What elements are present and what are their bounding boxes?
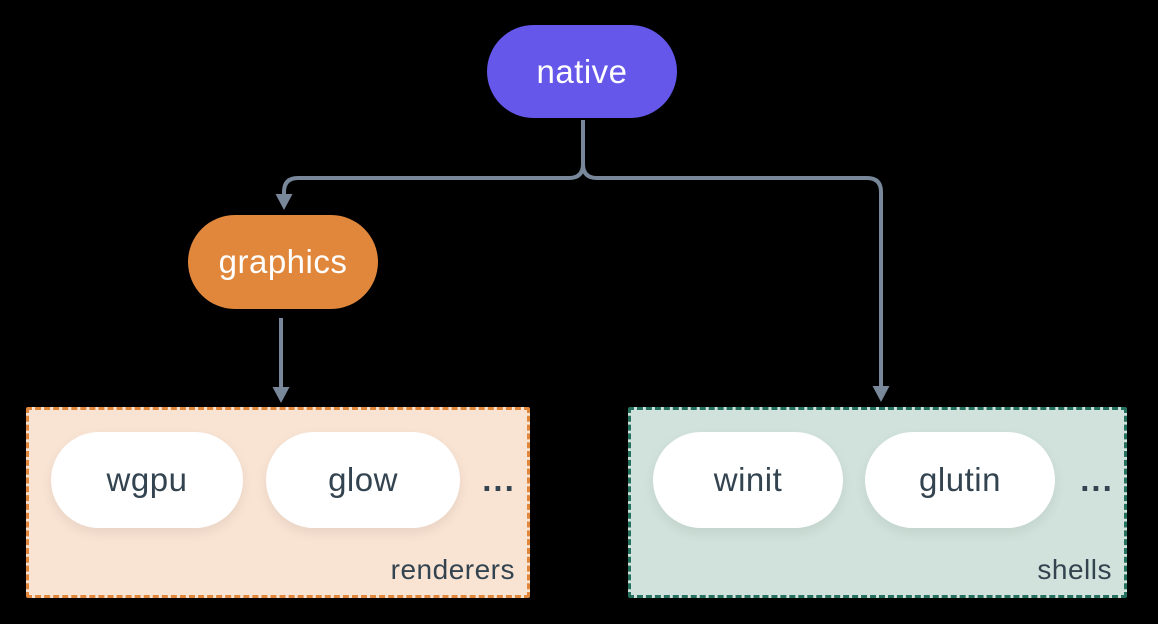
renderers-group-label: renderers — [390, 554, 515, 585]
node-glow-label: glow — [328, 461, 398, 498]
group-renderers: wgpu glow ... renderers — [26, 407, 530, 598]
arrowhead-renderers — [272, 387, 290, 403]
node-glutin: glutin — [865, 432, 1055, 528]
node-native: native — [487, 25, 677, 118]
node-graphics: graphics — [188, 215, 378, 309]
shells-ellipsis: ... — [1080, 461, 1114, 498]
node-glow: glow — [266, 432, 460, 528]
shells-group-label: shells — [1037, 554, 1112, 585]
arrowhead-graphics — [275, 194, 293, 210]
arrowhead-shells — [872, 386, 890, 402]
node-glutin-label: glutin — [919, 461, 1001, 498]
node-wgpu: wgpu — [51, 432, 243, 528]
node-winit: winit — [653, 432, 843, 528]
node-winit-label: winit — [713, 461, 783, 498]
node-graphics-label: graphics — [218, 243, 348, 280]
connector-native-to-graphics — [282, 120, 585, 196]
renderers-ellipsis: ... — [482, 461, 516, 498]
connector-native-to-shells — [581, 120, 883, 388]
node-wgpu-label: wgpu — [106, 461, 188, 498]
node-native-label: native — [536, 52, 628, 90]
group-shells: winit glutin ... shells — [628, 407, 1127, 598]
